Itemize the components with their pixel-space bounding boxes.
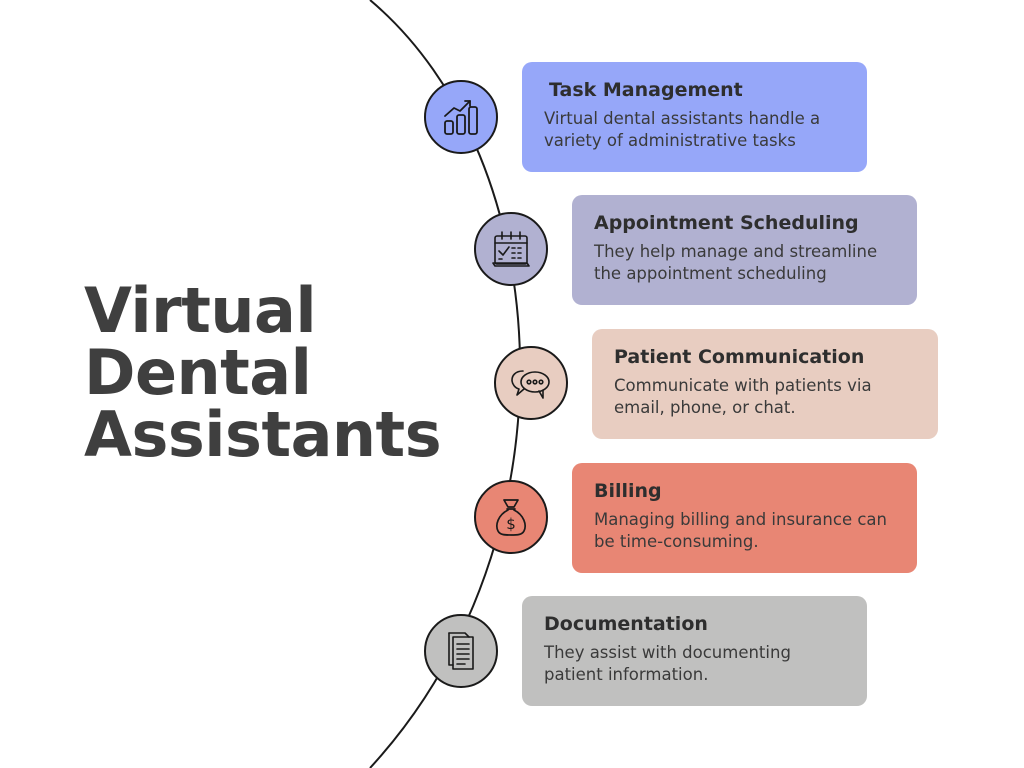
title-line-1: Virtual bbox=[84, 274, 317, 347]
title-line-3: Assistants bbox=[84, 398, 442, 471]
step-card-appointment-scheduling: Appointment Scheduling They help manage … bbox=[572, 195, 917, 305]
step-card-billing: Billing Managing billing and insurance c… bbox=[572, 463, 917, 573]
step-title: Billing bbox=[594, 480, 662, 502]
calendar-icon bbox=[492, 231, 530, 267]
step-title: Documentation bbox=[544, 613, 708, 635]
step-title: Task Management bbox=[549, 79, 743, 101]
step-node-patient-communication bbox=[494, 346, 568, 420]
title-line-2: Dental bbox=[84, 336, 312, 409]
step-description: They assist with documenting patient inf… bbox=[544, 643, 791, 684]
step-node-task-management bbox=[424, 80, 498, 154]
bar-chart-growth-icon bbox=[444, 100, 478, 135]
chat-bubbles-icon bbox=[511, 370, 550, 399]
money-bag-icon: $ bbox=[496, 499, 526, 536]
document-icon bbox=[448, 632, 474, 670]
svg-text:$: $ bbox=[506, 515, 516, 533]
page-title: Virtual Dental Assistants bbox=[84, 274, 442, 471]
step-node-billing: $ bbox=[474, 480, 548, 554]
step-description: They help manage and streamline the appo… bbox=[594, 242, 878, 283]
step-card-documentation: Documentation They assist with documenti… bbox=[522, 596, 867, 706]
step-description: Communicate with patients via email, pho… bbox=[614, 376, 872, 417]
step-card-patient-communication: Patient Communication Communicate with p… bbox=[592, 329, 938, 439]
step-description: Managing billing and insurance can be ti… bbox=[594, 510, 887, 551]
step-node-documentation bbox=[424, 614, 498, 688]
step-card-task-management: Task Management Virtual dental assistant… bbox=[522, 62, 867, 172]
step-title: Patient Communication bbox=[614, 346, 865, 368]
step-title: Appointment Scheduling bbox=[594, 212, 859, 234]
step-node-appointment-scheduling bbox=[474, 212, 548, 286]
step-description: Virtual dental assistants handle a varie… bbox=[544, 109, 821, 150]
